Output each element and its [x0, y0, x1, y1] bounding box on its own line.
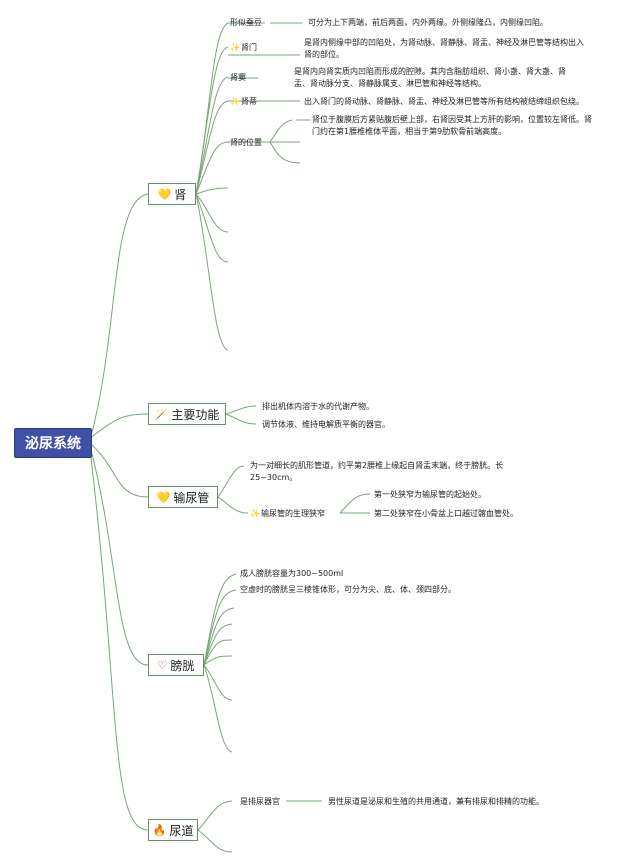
kidney-item-shape-text: 可分为上下两端，前后两面，内外两缘。外侧缘隆凸，内侧缘凹陷。 — [308, 18, 548, 27]
ureter-narrow-item: 第一处狭窄为输尿管的起始处。 — [374, 490, 486, 499]
function-item: 排出机体内溶于水的代谢产物。 — [262, 402, 374, 411]
yellow-heart-icon: 💛 — [156, 490, 171, 504]
urethra-item-text: 男性尿道是泌尿和生殖的共用通道，兼有排尿和排精的功能。 — [328, 797, 544, 806]
fire-icon: 🔥 — [152, 823, 167, 837]
sparkle-icon: ✨ — [230, 43, 240, 52]
magic-wand-icon: 🪄 — [154, 407, 169, 421]
branch-function-label: 主要功能 — [171, 407, 220, 422]
sparkle-icon: ✨ — [250, 509, 260, 518]
kidney-item-sinus-text: 是肾内向肾实质内凹陷而形成的腔隙。其内含脂肪组织、肾小盏、肾大盏、肾 盂、肾动脉… — [294, 67, 566, 88]
branch-urethra-label: 尿道 — [169, 823, 194, 838]
branch-bladder-label: 膀胱 — [170, 658, 195, 673]
yellow-heart-icon: 💛 — [157, 187, 172, 201]
kidney-item-position-label: 肾的位置 — [230, 138, 262, 147]
urethra-item-label: 是排尿器官 — [240, 797, 280, 806]
root-node[interactable]: 泌尿系统 — [14, 428, 92, 458]
branch-function[interactable]: 🪄 主要功能 — [148, 403, 226, 425]
bladder-item: 成人膀胱容量为300~500ml — [240, 569, 344, 578]
branch-urethra[interactable]: 🔥 尿道 — [148, 819, 198, 841]
branch-kidney-label: 肾 — [174, 187, 187, 202]
kidney-item-position-text: 肾位于腹膜后方紧贴腹后壁上部，右肾因受其上方肝的影响，位置较左肾低。肾 门约在第… — [312, 115, 592, 136]
kidney-item-hilum-text: 是肾内侧缘中部的凹陷处，为肾动脉、肾静脉、肾盂、神经及淋巴管等结构出入 肾的部位… — [304, 38, 584, 59]
kidney-item-pedicle-label: ✨肾蒂 — [230, 97, 257, 106]
ureter-narrow-label: ✨输尿管的生理狭窄 — [250, 509, 325, 518]
branch-bladder[interactable]: ♡ 膀胱 — [148, 654, 204, 676]
branch-ureter[interactable]: 💛 输尿管 — [148, 486, 218, 508]
kidney-item-shape-label: 形似蚕豆 — [230, 18, 262, 27]
branch-ureter-label: 输尿管 — [173, 490, 210, 505]
ureter-narrow-item: 第二处狭窄在小骨盆上口越过髂血管处。 — [374, 509, 518, 518]
sparkle-icon: ✨ — [230, 97, 240, 106]
heart-outline-icon: ♡ — [157, 658, 168, 672]
bladder-item: 空虚时的膀胱呈三棱锥体形，可分为尖、底、体、颈四部分。 — [240, 585, 456, 594]
ureter-desc: 为一对细长的肌形管道，约平第2腰椎上缘起自肾盂末端，终于膀胱。长 25~30cm… — [250, 461, 504, 482]
function-item: 调节体液、维持电解质平衡的器官。 — [262, 420, 390, 429]
kidney-item-pedicle-text: 出入肾门的肾动脉、肾静脉、肾盂、神经及淋巴管等所有结构被结缔组织包绕。 — [304, 97, 584, 106]
branch-kidney[interactable]: 💛 肾 — [148, 183, 196, 205]
kidney-item-hilum-label: ✨肾门 — [230, 43, 257, 52]
kidney-item-sinus-label: 肾窦 — [230, 73, 246, 82]
